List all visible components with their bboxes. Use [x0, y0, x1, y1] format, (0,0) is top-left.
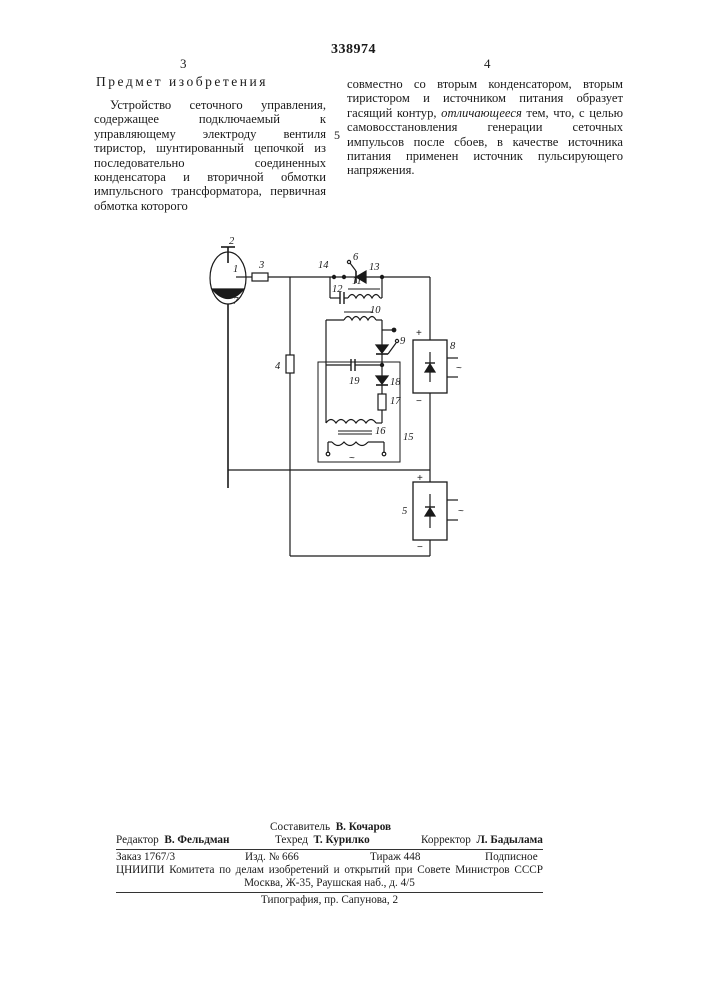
label-5: 5 [402, 506, 407, 517]
label-11: 11 [352, 276, 362, 287]
label-18: 18 [390, 377, 401, 388]
label-9: 9 [400, 336, 406, 347]
label-12: 12 [332, 284, 343, 295]
organization: ЦНИИПИ Комитета по делам изобретений и о… [116, 864, 543, 878]
subscription: Подписное [485, 851, 538, 865]
source-5-minus: − [417, 542, 423, 553]
winding-11 [348, 295, 380, 299]
corrector-name: Л. Бадылама [476, 834, 542, 846]
techred-name: Т. Курилко [314, 834, 370, 846]
source-8-plus: + [416, 328, 422, 339]
label-1: 1 [233, 264, 238, 275]
mercury-valve [210, 247, 252, 488]
corrector-label: Корректор [421, 834, 471, 846]
source-5-ac: ~ [458, 506, 464, 517]
editor-name: В. Фельдман [164, 834, 229, 846]
editor-line: Редактор В. Фельдман [116, 834, 229, 848]
label-16: 16 [375, 426, 386, 437]
address: Москва, Ж-35, Раушская наб., д. 4/5 [116, 877, 543, 891]
transformer-16-primary [332, 442, 368, 446]
source-8-ac: ~ [456, 363, 462, 374]
source-8-diode [425, 352, 435, 382]
label-14: 14 [318, 260, 329, 271]
label-6: 6 [353, 252, 359, 263]
compiler-label: Составитель [270, 821, 330, 833]
label-8: 8 [450, 341, 456, 352]
corrector-line: Корректор Л. Бадылама [421, 834, 543, 848]
label-15: 15 [403, 432, 414, 443]
printer: Типография, пр. Сапунова, 2 [116, 894, 543, 908]
label-19: 19 [349, 376, 360, 387]
techred-line: Техред Т. Курилко [275, 834, 370, 848]
resistor-4 [286, 355, 294, 373]
thyristor-9 [376, 339, 399, 354]
label-7: 7 [233, 296, 239, 307]
label-17: 17 [390, 396, 401, 407]
compiler-line: Составитель В. Кочаров [270, 821, 391, 835]
techred-label: Техред [275, 834, 308, 846]
divider-bottom [116, 892, 543, 893]
circulation: Тираж 448 [370, 851, 420, 865]
source-8-minus: − [416, 396, 422, 407]
block-15-ac: ~ [349, 453, 355, 464]
order-number: Заказ 1767/3 [116, 851, 175, 865]
source-5-plus: + [417, 473, 423, 484]
capacitor-19 [351, 359, 355, 371]
compiler-name: В. Кочаров [336, 821, 391, 833]
divider-top [116, 849, 543, 850]
edition-number: Изд. № 666 [245, 851, 299, 865]
diode-18 [376, 376, 388, 385]
resistor-3 [252, 273, 268, 281]
editor-label: Редактор [116, 834, 159, 846]
source-5-diode [425, 494, 435, 528]
label-2: 2 [229, 236, 235, 247]
label-3: 3 [258, 260, 264, 271]
label-13: 13 [369, 262, 380, 273]
winding-10 [344, 317, 376, 321]
resistor-17 [378, 394, 386, 410]
label-4: 4 [275, 361, 281, 372]
label-10: 10 [370, 305, 381, 316]
